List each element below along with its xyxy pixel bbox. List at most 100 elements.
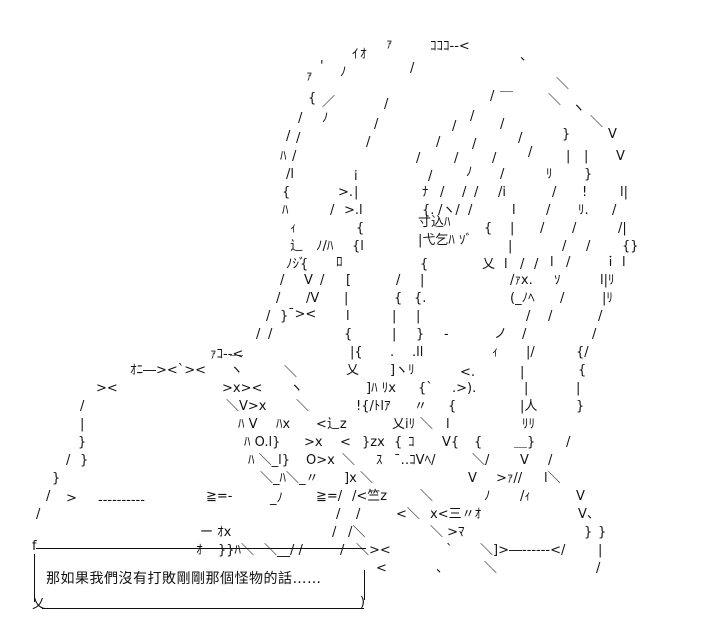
art-stroke: /	[356, 507, 361, 522]
art-stroke: /	[492, 151, 497, 166]
art-stroke: /	[526, 309, 531, 324]
art-stroke: l	[446, 417, 450, 432]
art-stroke: |	[598, 543, 603, 558]
art-stroke: ＼	[420, 417, 434, 432]
art-stroke: /＼	[348, 525, 366, 540]
art-stroke: ＿}	[514, 435, 536, 450]
art-stroke: /|	[618, 221, 627, 236]
art-stroke: ＿	[230, 343, 244, 358]
art-stroke: ﾉｼﾞ	[286, 257, 306, 272]
art-stroke: ＼	[420, 489, 434, 504]
art-stroke: ﾉ/ﾊ	[316, 239, 334, 254]
art-stroke: |	[80, 417, 85, 432]
art-stroke: {	[474, 435, 483, 450]
art-stroke: ＼	[296, 399, 310, 414]
art-stroke: l＼	[544, 471, 561, 486]
speech-box-bottom-border	[42, 608, 364, 609]
art-stroke: /	[436, 135, 441, 150]
art-stroke: |	[392, 309, 397, 324]
art-stroke: /	[528, 145, 533, 160]
art-stroke: ヽ	[290, 381, 304, 396]
art-stroke: |	[392, 327, 397, 342]
art-stroke: l	[550, 255, 554, 270]
art-stroke: ／	[322, 95, 336, 110]
art-stroke: ≧=-	[206, 489, 233, 504]
art-stroke: /	[320, 273, 325, 288]
art-stroke: ﾉ	[466, 165, 473, 180]
art-stroke: {.	[414, 291, 427, 306]
art-stroke: 、	[520, 49, 534, 64]
art-stroke: i	[354, 169, 358, 184]
art-stroke: /	[340, 543, 345, 558]
art-stroke: O>x	[306, 453, 335, 468]
art-stroke: 乂iﾘ	[392, 417, 416, 432]
art-stroke: >.	[338, 185, 354, 200]
art-stroke: /	[500, 117, 505, 132]
art-stroke: ＼><	[356, 543, 391, 558]
art-stroke: {.	[422, 203, 435, 218]
art-stroke: |	[344, 291, 349, 306]
speech-box-corner-bottom-left: 乂	[32, 597, 46, 612]
art-stroke: /	[66, 453, 71, 468]
art-stroke: l|ﾘ	[600, 273, 615, 288]
art-stroke: /	[396, 273, 401, 288]
art-stroke: ＼	[484, 561, 498, 576]
art-stroke: ＼]>―------</	[480, 543, 566, 558]
dialogue-text: 那如果我們沒有打敗剛剛那個怪物的話……	[46, 571, 322, 587]
art-stroke: {	[578, 363, 587, 378]
art-stroke: 〃	[414, 399, 428, 414]
art-stroke: /	[490, 89, 495, 104]
art-stroke: /	[596, 561, 601, 576]
art-stroke: }	[280, 309, 289, 324]
art-stroke: /	[462, 185, 467, 200]
art-stroke: /	[256, 327, 261, 342]
art-stroke: /	[546, 203, 551, 218]
art-stroke: /	[286, 129, 291, 144]
art-stroke: /	[440, 185, 445, 200]
art-stroke: ｧ	[306, 69, 313, 84]
art-stroke: /	[552, 185, 557, 200]
art-stroke: /	[296, 131, 301, 146]
art-stroke: l	[504, 257, 508, 272]
art-stroke: }	[598, 525, 607, 540]
art-stroke: /	[36, 507, 41, 522]
art-stroke: ＼_ﾊ＼_〃	[260, 471, 319, 486]
art-stroke: .>).	[452, 381, 477, 396]
art-stroke: 寸込ﾊ	[418, 215, 451, 230]
art-stroke: V	[576, 489, 585, 504]
art-stroke: {	[344, 327, 353, 342]
art-stroke: !{/ﾄlｱ	[356, 399, 391, 414]
art-stroke: ｉ	[604, 255, 618, 270]
art-stroke: ＼	[548, 93, 562, 108]
speech-box: f 乂 ) 那如果我們沒有打敗剛剛那個怪物的話……	[32, 540, 372, 612]
art-stroke: l	[512, 203, 516, 218]
art-stroke: {	[394, 291, 403, 306]
art-stroke: /	[280, 273, 285, 288]
art-stroke: /	[298, 111, 303, 126]
art-stroke: V{	[442, 435, 460, 450]
art-stroke: ｺｺｺ--<	[430, 39, 470, 54]
art-stroke: /ｨ	[520, 489, 531, 504]
art-stroke: >	[66, 491, 77, 506]
art-stroke: |{	[350, 345, 363, 360]
art-stroke: {	[300, 257, 309, 272]
art-stroke: /	[500, 167, 505, 182]
art-stroke: ＿	[500, 79, 514, 94]
art-stroke: ﾅ	[422, 185, 429, 200]
art-stroke: /	[468, 203, 473, 218]
art-stroke: |	[510, 221, 515, 236]
art-stroke: {	[448, 399, 457, 414]
speech-box-right-border	[364, 570, 365, 600]
art-stroke: {	[282, 185, 291, 200]
art-stroke: l|	[620, 185, 628, 200]
art-stroke: /	[416, 151, 421, 166]
art-stroke: ﾘﾘ	[522, 417, 535, 432]
art-stroke: ノ	[494, 327, 508, 342]
art-stroke: |	[524, 381, 529, 396]
speech-box-left-border	[34, 554, 35, 602]
art-stroke: |	[508, 239, 513, 254]
art-stroke: ｺ	[408, 435, 415, 450]
art-stroke: ﾘ	[546, 167, 553, 182]
art-stroke: /	[566, 435, 571, 450]
art-stroke: <辶z	[316, 417, 347, 432]
